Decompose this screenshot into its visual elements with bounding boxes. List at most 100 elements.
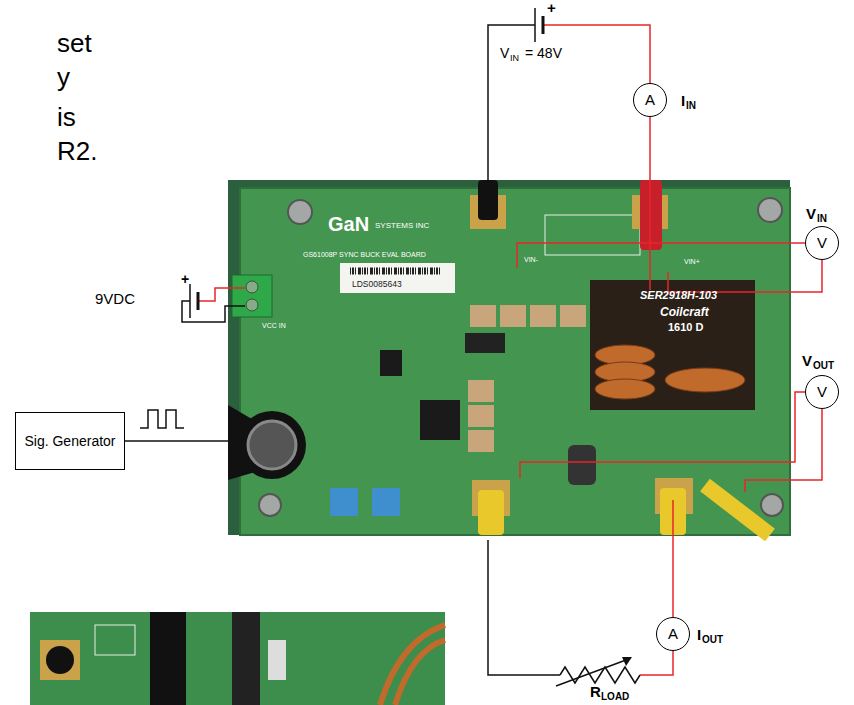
- pin-name: VCC IN: [262, 322, 286, 329]
- wire: [488, 540, 560, 675]
- inset-photo: [30, 612, 445, 705]
- board-photo: [228, 180, 790, 535]
- board-photo: [228, 180, 790, 535]
- slide-text: set: [57, 30, 92, 56]
- board-photo: [478, 490, 504, 535]
- voltage-value: 9VDC: [95, 291, 135, 306]
- node-text: V: [817, 234, 827, 251]
- inset-photo: [380, 625, 445, 705]
- node-text: V: [817, 383, 827, 400]
- pulse-symbol: [140, 410, 184, 428]
- battery-symbol: [534, 8, 536, 42]
- board-photo: [478, 180, 498, 220]
- ammeter-symbol: A: [633, 83, 667, 117]
- board-photo: [468, 380, 494, 402]
- board-photo: [246, 299, 258, 311]
- signal-subscript: IN: [510, 54, 519, 63]
- resistor-symbol: [556, 660, 626, 686]
- voltmeter-symbol: V: [805, 226, 839, 260]
- part-name: R: [590, 684, 601, 699]
- board-photo: [238, 411, 306, 479]
- signal-subscript: OUT: [813, 361, 834, 371]
- wire: [198, 288, 245, 301]
- signal-generator-box: Sig. Generator: [15, 412, 125, 470]
- board-photo: [500, 305, 526, 327]
- inset-photo: [40, 640, 80, 680]
- board-photo: [560, 305, 586, 327]
- polarity-mark: +: [181, 272, 189, 286]
- inductor-marking: SER2918H-103: [640, 290, 717, 301]
- ammeter-symbol: A: [656, 617, 690, 651]
- wire: [649, 117, 651, 290]
- node-text: A: [645, 91, 655, 108]
- resistor-symbol: [622, 657, 632, 666]
- serial-number: LDS0085643: [352, 280, 402, 289]
- board-photo: [350, 268, 440, 275]
- board-photo: [705, 485, 770, 535]
- battery-symbol: [197, 292, 200, 310]
- board-photo: [545, 215, 640, 255]
- slide-text: R2.: [57, 138, 97, 164]
- board-photo: [758, 198, 782, 222]
- wire: [640, 651, 673, 675]
- inset-photo: [95, 625, 135, 655]
- board-photo: [259, 494, 281, 516]
- node-text: A: [668, 625, 678, 642]
- signal-name: I: [681, 93, 685, 108]
- polarity-mark: +: [547, 0, 556, 15]
- wire: [520, 392, 805, 478]
- board-photo: [530, 305, 556, 327]
- board-photo: [330, 488, 358, 516]
- inset-photo: [150, 612, 186, 705]
- part-subscript: LOAD: [601, 692, 629, 702]
- board-photo: [761, 494, 783, 516]
- signal-subscript: OUT: [702, 635, 723, 645]
- wire: [182, 301, 245, 322]
- pulse-symbol: [140, 410, 184, 428]
- signal-name: V: [802, 353, 812, 368]
- inductor-marking: 1610 D: [668, 322, 703, 333]
- battery-symbol: [189, 284, 191, 318]
- resistor-symbol: [556, 657, 640, 686]
- signal-name: V: [500, 46, 509, 60]
- board-photo: [248, 421, 296, 469]
- pin-name: VIN+: [684, 258, 700, 265]
- board-photo: [240, 188, 790, 535]
- slide-text: y: [57, 64, 70, 90]
- pin-name: VIN-: [524, 256, 538, 263]
- board-photo: [465, 333, 505, 353]
- wire: [125, 25, 822, 675]
- battery-symbol: [542, 16, 545, 34]
- wire: [672, 500, 674, 617]
- inset-photo: [395, 640, 445, 705]
- slide-text: is: [57, 104, 76, 130]
- signal-subscript: IN: [817, 214, 827, 224]
- board-photo: [595, 379, 655, 399]
- board-photo: [420, 400, 460, 440]
- board-photo: [470, 305, 496, 327]
- board-photo: [246, 281, 258, 293]
- inset-photo: [232, 612, 260, 705]
- board-photo: [640, 180, 662, 250]
- wire: [125, 440, 228, 442]
- node-text: Sig. Generator: [24, 433, 115, 449]
- inset-photo: [268, 640, 286, 680]
- board-photo: [568, 445, 596, 485]
- inset-photo: [30, 612, 445, 705]
- board-photo: [340, 263, 455, 293]
- board-logo: SYSTEMS INC: [375, 222, 429, 230]
- voltmeter-symbol: V: [805, 375, 839, 409]
- board-logo: GaN: [328, 214, 369, 234]
- wire: [745, 409, 822, 492]
- board-photo: [468, 405, 494, 427]
- inductor-marking: Coilcraft: [660, 306, 709, 318]
- wire: [517, 243, 805, 268]
- board-silkscreen: GS61008P SYNC BUCK EVAL BOARD: [303, 251, 426, 258]
- battery-symbol: [190, 8, 543, 318]
- board-photo: [468, 430, 494, 452]
- signal-name: I: [697, 627, 701, 642]
- board-photo: [380, 350, 402, 376]
- voltage-value: = 48V: [525, 46, 562, 60]
